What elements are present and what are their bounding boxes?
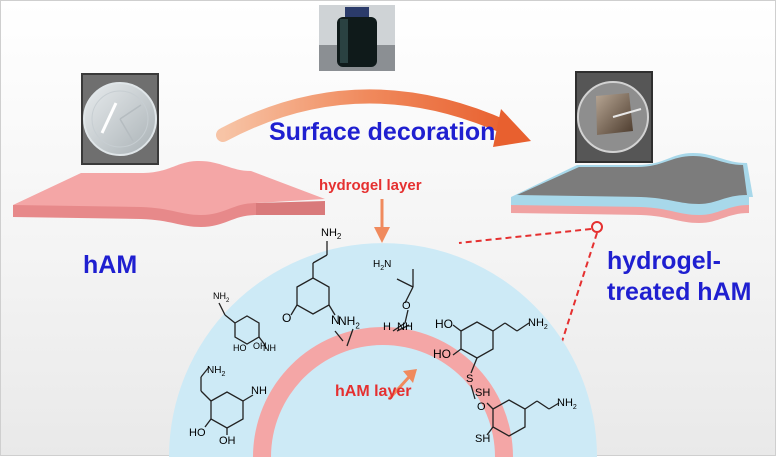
chem-s-right: S xyxy=(466,373,474,385)
chem-sh-right-lower: SH xyxy=(475,433,491,445)
chem-n-quinone: N xyxy=(331,313,340,327)
chem-nh2-right-lower: NH2 xyxy=(557,397,577,412)
chem-ho-lower-left: HO xyxy=(189,427,206,439)
hydrogel-layer-label: hydrogel layer xyxy=(319,177,422,194)
chem-ho-left-small: HO xyxy=(233,343,247,353)
chem-h-amide: H xyxy=(383,321,391,333)
chem-nh2-left-small: NH2 xyxy=(213,291,230,304)
chem-nh-amide: NH xyxy=(397,321,413,333)
down-arrow-icon xyxy=(374,199,390,243)
ham-layer-label: hAM layer xyxy=(335,383,412,400)
chem-nh2-right-upper: NH2 xyxy=(528,317,548,332)
chem-nh-lower-left: NH xyxy=(251,385,267,397)
chem-nh2-amide: H2N xyxy=(373,259,392,272)
ham-layer-arrow-icon xyxy=(387,369,417,401)
chem-o-right: O xyxy=(477,401,486,413)
curved-arrow-icon xyxy=(216,89,531,147)
chem-nh-left-small: NH xyxy=(263,343,276,353)
chemical-bonds xyxy=(200,241,560,437)
chem-oh-left-small: OH xyxy=(253,341,267,351)
treated-ham-label-line2: treated hAM xyxy=(607,278,752,306)
chem-oh-lower-left: OH xyxy=(219,435,236,447)
chem-ho-right-2: HO xyxy=(433,347,451,361)
chem-nh2-lower-left: NH2 xyxy=(207,365,226,378)
chem-sh-right: SH xyxy=(475,387,491,399)
diagram-title: Surface decoration xyxy=(269,118,496,146)
chem-ho-right-1: HO xyxy=(435,317,453,331)
treated-ham-membrane-slab xyxy=(511,153,753,223)
treated-ham-label-line1: hydrogel- xyxy=(607,247,721,275)
ham-membrane-slab xyxy=(13,161,325,227)
chem-nh2-top: NH2 xyxy=(321,227,342,242)
ham-label: hAM xyxy=(83,251,138,279)
chem-o-quinone: O xyxy=(282,311,292,325)
ham-arch xyxy=(253,327,513,457)
petri-dish-treated-photo xyxy=(575,71,653,163)
zoom-indicator xyxy=(458,221,603,358)
chem-o-amide: O xyxy=(402,300,411,312)
bottle-photo xyxy=(319,5,395,71)
chem-nh2-center: NH2 xyxy=(338,314,360,331)
petri-dish-clear-photo xyxy=(81,73,159,165)
